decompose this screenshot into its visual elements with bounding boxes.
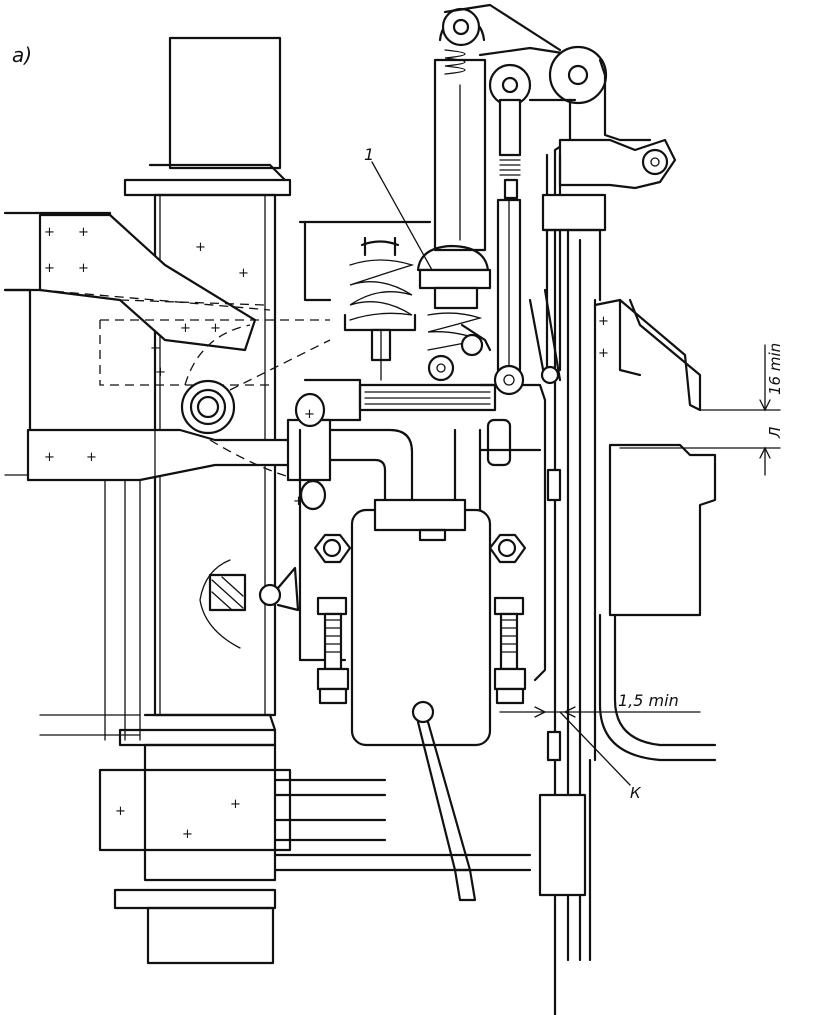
svg-text:+: +: [230, 797, 241, 812]
lower-arm: [26, 428, 297, 482]
svg-text:+: +: [150, 341, 161, 356]
svg-text:+: +: [182, 827, 193, 842]
svg-text:+: +: [210, 321, 221, 336]
lower-beams: [273, 778, 532, 872]
svg-text:+: +: [44, 450, 55, 465]
svg-text:+: +: [44, 225, 55, 240]
svg-text:+: +: [78, 225, 89, 240]
svg-text:+: +: [238, 266, 249, 281]
left-fixture: [199, 559, 300, 649]
small-spring: [427, 312, 492, 382]
bell-crank: [488, 45, 677, 197]
point-label-K: К: [630, 784, 642, 802]
part-label-1: 1: [364, 145, 374, 164]
dimension-16-min: 16 min: [766, 343, 784, 395]
coil-box: [350, 498, 492, 902]
left-spring: [343, 236, 417, 381]
dimension-1-5-min: 1,5 min: [618, 691, 679, 710]
svg-text:+: +: [44, 261, 55, 276]
middle-plate: [298, 220, 497, 422]
dimension-L: Л: [766, 427, 784, 439]
right-rods: [528, 153, 607, 1015]
spring-column: [433, 3, 577, 252]
svg-text:+: +: [86, 450, 97, 465]
leader-part-1: [371, 161, 433, 271]
dimension-lines: [499, 344, 781, 786]
bent-pipe: [286, 392, 414, 532]
left-bolt: [313, 533, 352, 705]
left-column: [39, 36, 292, 965]
svg-text:+: +: [304, 407, 315, 422]
right-bolt: [488, 533, 527, 705]
upper-arm: [38, 213, 330, 386]
main-pivot: [180, 324, 331, 481]
spring-cap: [416, 244, 492, 310]
svg-text:+: +: [293, 494, 304, 509]
svg-text:+: +: [180, 321, 191, 336]
svg-text:+: +: [155, 365, 166, 380]
svg-text:+: +: [78, 261, 89, 276]
figure-label: а): [12, 43, 32, 67]
svg-text:+: +: [195, 240, 206, 255]
svg-text:+: +: [115, 804, 126, 819]
vertical-rod: [496, 98, 522, 372]
svg-text:+: +: [598, 314, 609, 329]
svg-text:+: +: [598, 346, 609, 361]
right-bracket: [593, 298, 717, 762]
fastener-marks: + + + + + + + + + + + + + + + + + + +: [44, 225, 609, 842]
